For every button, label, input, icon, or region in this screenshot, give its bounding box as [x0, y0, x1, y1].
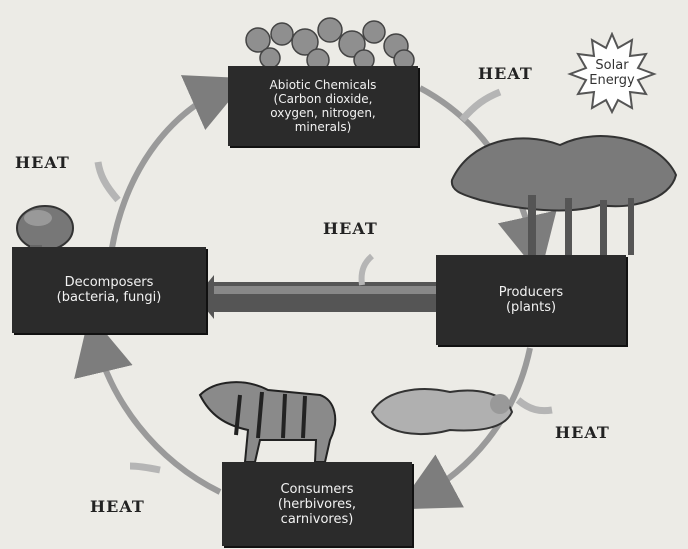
- heat-label-right: HEAT: [555, 423, 610, 442]
- carnivore-illustration: [372, 389, 512, 434]
- heat-arrow-left: [98, 162, 118, 200]
- rocks-minerals-illustration: [246, 18, 414, 71]
- heat-label-top-right: HEAT: [478, 64, 533, 83]
- solar-energy-label: Solar Energy: [574, 58, 650, 88]
- cycle-arrow-decomposers-to-abiotic: [112, 88, 226, 248]
- heat-arrow-top-right: [462, 92, 500, 120]
- heat-label-center: HEAT: [323, 219, 378, 238]
- producers-box: Producers (plants): [436, 255, 626, 345]
- abiotic-chemicals-box: Abiotic Chemicals (Carbon dioxide, oxyge…: [228, 66, 418, 146]
- arrow-producers-to-decomposers: [196, 275, 436, 319]
- heat-label-left: HEAT: [15, 153, 70, 172]
- trees-illustration: [452, 136, 676, 255]
- heat-label-bottom-left: HEAT: [90, 497, 145, 516]
- consumers-box: Consumers (herbivores, carnivores): [222, 462, 412, 546]
- heat-arrow-right: [518, 400, 552, 411]
- heat-arrow-center: [362, 256, 372, 285]
- herbivore-illustration: [200, 382, 335, 462]
- heat-arrow-bottom-left: [130, 466, 160, 470]
- decomposers-box: Decomposers (bacteria, fungi): [12, 247, 206, 333]
